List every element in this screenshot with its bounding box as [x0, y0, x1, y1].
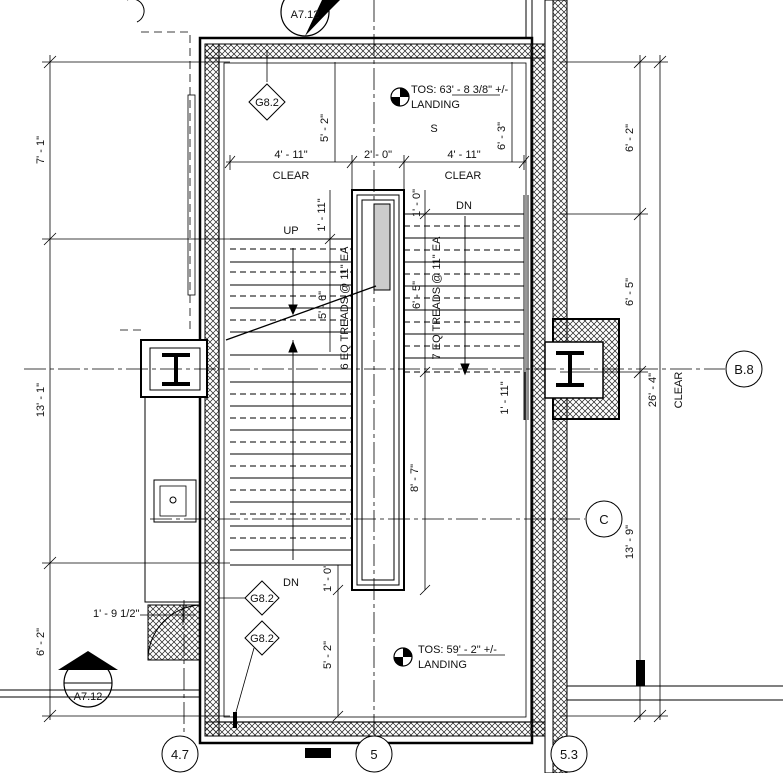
tos-bottom: TOS: 59' - 2" +/- — [418, 644, 497, 656]
section-marker-bottom — [58, 651, 118, 708]
dn-top-label: DN — [456, 200, 472, 212]
g82-tag-top — [248, 50, 286, 121]
dim-low-left: 1' - 0" — [322, 564, 334, 592]
dim-right-mid: 6' - 5" — [624, 278, 636, 306]
g82-bot-text: G8.2 — [250, 633, 274, 645]
dim-bottom-landing: 5' - 2" — [322, 641, 334, 669]
dim-right-top: 6' - 2" — [624, 124, 636, 152]
column-left — [140, 339, 208, 398]
dim-well: 8' - 7" — [409, 464, 421, 492]
section-bottom-ref: A7.12 — [74, 691, 103, 703]
up-label: UP — [283, 225, 298, 237]
dim-left-bot: 6' - 2" — [35, 628, 47, 656]
treads-right — [404, 195, 529, 420]
g82-top-text: G8.2 — [255, 97, 279, 109]
dim-flight-left: 5' - 6" — [317, 291, 329, 319]
section-bottom-num: 6 — [84, 669, 91, 684]
treads-left-note: 6 EQ TREADS @ 11" EA — [339, 246, 351, 370]
clear-right: CLEAR — [445, 170, 482, 182]
dim-door-offset: 1' - 9 1/2" — [93, 608, 139, 620]
dim-rise-right: 1' - 0" — [411, 189, 423, 217]
dim-left-top: 7' - 1" — [35, 136, 47, 164]
dim-low-right: 1' - 11" — [499, 381, 511, 414]
grid-bubble-5 — [305, 735, 393, 773]
dim-right-bot: 13' - 9" — [624, 525, 636, 559]
tos-top: TOS: 63' - 8 3/8" +/- — [411, 84, 509, 96]
treads-right-note: 7 EQ TREADS @ 11" EA — [431, 236, 443, 360]
dim-top-landing: 5' - 2" — [319, 114, 331, 142]
grid-4-7-label: 4.7 — [171, 747, 189, 762]
grid-bubble-4-7 — [161, 735, 199, 773]
grid-lines — [24, 0, 725, 738]
g82-mid-text: G8.2 — [250, 593, 274, 605]
grid-b8-label: B.8 — [734, 362, 754, 377]
stair-walls — [198, 0, 568, 773]
dim-top-right-6-3: 6' - 3" — [496, 122, 508, 150]
grid-bubble-5-3 — [550, 735, 588, 773]
grid-c-label: C — [599, 512, 608, 527]
grid-5-label: 5 — [370, 747, 377, 762]
cut-line — [225, 216, 470, 560]
s-mark: S — [430, 123, 437, 135]
tos-marker-top — [390, 87, 410, 107]
dim-overall: 26' - 4" — [647, 373, 659, 407]
dim-flight-right: 6' - 5" — [411, 281, 423, 309]
dim-overall-note: CLEAR — [673, 372, 685, 409]
grid-bubble-b8 — [725, 350, 763, 388]
landing-top: LANDING — [411, 99, 460, 111]
dn-bottom-label: DN — [283, 577, 299, 589]
dimension-lines — [42, 55, 668, 723]
dim-left-mid: 13' - 1" — [35, 383, 47, 417]
treads-left — [230, 238, 352, 566]
g82-tag-mid — [218, 580, 280, 616]
dim-rise-left: 1' - 11" — [316, 198, 328, 231]
right-exterior — [525, 0, 783, 701]
grid-5-3-label: 5.3 — [560, 747, 578, 762]
landing-bottom: LANDING — [418, 659, 467, 671]
g82-tag-bot — [233, 620, 280, 728]
tos-marker-bottom — [393, 647, 413, 667]
section-marker-top — [280, 0, 340, 37]
dim-width-left: 4' - 11" — [274, 149, 307, 161]
dim-width-right: 4' - 11" — [447, 149, 480, 161]
left-exterior — [0, 0, 201, 698]
grid-bubble-c — [585, 500, 623, 538]
stair-well-wall — [351, 189, 405, 591]
clear-left: CLEAR — [273, 170, 310, 182]
dim-width-mid: 2' - 0" — [364, 149, 392, 161]
section-top-ref: A7.12 — [291, 9, 320, 21]
